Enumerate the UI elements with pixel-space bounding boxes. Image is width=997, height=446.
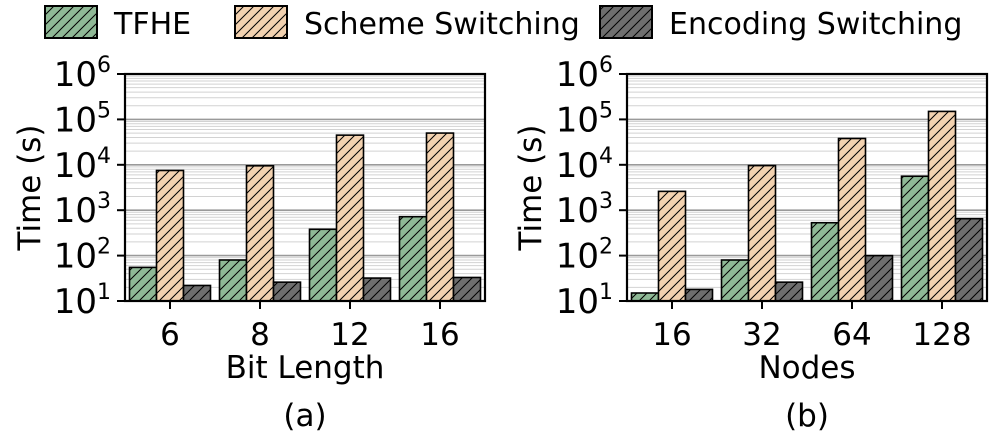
legend-label-scheme-switching: Scheme Switching bbox=[304, 7, 580, 42]
y-tick-label: 103 bbox=[54, 189, 111, 231]
bar-hatch-tfhe-32 bbox=[721, 259, 749, 301]
bar-hatch-tfhe-6 bbox=[129, 267, 157, 301]
bar-hatch-scheme-switching-12 bbox=[336, 135, 364, 301]
legend-item-scheme-switching: Scheme Switching bbox=[234, 5, 580, 42]
y-tick-label: 102 bbox=[54, 235, 111, 277]
bar-hatch-encoding-switching-16 bbox=[685, 289, 713, 301]
y-tick-label: 103 bbox=[556, 189, 613, 231]
legend-label-tfhe: TFHE bbox=[113, 7, 191, 42]
y-tick-label: 105 bbox=[54, 98, 111, 140]
x-axis-label: Bit Length bbox=[226, 350, 385, 386]
bar-hatch-encoding-switching-16 bbox=[453, 277, 481, 301]
bar-hatch-scheme-switching-16 bbox=[658, 191, 686, 301]
x-tick-label-12: 12 bbox=[330, 317, 369, 353]
bar-hatch-tfhe-64 bbox=[811, 222, 839, 301]
y-tick-label: 101 bbox=[556, 280, 613, 322]
x-tick-label-6: 6 bbox=[160, 317, 180, 353]
x-tick-label-32: 32 bbox=[742, 317, 781, 353]
y-tick-label: 102 bbox=[556, 235, 613, 277]
legend-swatch-hatch-encoding-switching bbox=[600, 6, 652, 38]
bar-hatch-encoding-switching-64 bbox=[865, 255, 893, 301]
bar-hatch-scheme-switching-32 bbox=[748, 165, 776, 301]
bar-hatch-encoding-switching-32 bbox=[775, 282, 803, 301]
bar-hatch-encoding-switching-6 bbox=[183, 285, 211, 301]
bar-hatch-scheme-switching-6 bbox=[156, 170, 184, 301]
legend-item-tfhe: TFHE bbox=[44, 5, 191, 42]
x-axis-label: Nodes bbox=[758, 350, 855, 386]
y-tick-label: 101 bbox=[54, 280, 111, 322]
legend-swatch-hatch-scheme-switching bbox=[235, 6, 287, 38]
axes-frame bbox=[625, 72, 989, 303]
y-tick-label: 106 bbox=[54, 53, 111, 95]
legend-item-encoding-switching: Encoding Switching bbox=[599, 5, 962, 42]
bar-hatch-tfhe-16 bbox=[399, 216, 427, 301]
y-tick-label: 104 bbox=[54, 144, 111, 186]
y-tick-label: 104 bbox=[556, 144, 613, 186]
bar-hatch-scheme-switching-128 bbox=[928, 111, 956, 301]
bar-hatch-encoding-switching-12 bbox=[363, 278, 391, 301]
panel-caption: (a) bbox=[283, 398, 326, 434]
x-tick-label-64: 64 bbox=[832, 317, 871, 353]
bar-hatch-tfhe-16 bbox=[631, 293, 659, 301]
x-tick-label-128: 128 bbox=[912, 317, 971, 353]
bar-hatch-tfhe-128 bbox=[901, 176, 929, 301]
y-axis-label: Time (s) bbox=[12, 124, 48, 251]
bar-hatch-encoding-switching-8 bbox=[273, 282, 301, 301]
legend-swatch-hatch-tfhe bbox=[45, 6, 97, 38]
y-tick-label: 106 bbox=[556, 53, 613, 95]
axes-frame bbox=[123, 72, 487, 303]
bar-hatch-tfhe-12 bbox=[309, 229, 337, 301]
bar-hatch-encoding-switching-128 bbox=[955, 218, 983, 301]
x-tick-label-16: 16 bbox=[420, 317, 459, 353]
y-tick-label: 105 bbox=[556, 98, 613, 140]
y-axis-label: Time (s) bbox=[513, 124, 549, 251]
bars bbox=[128, 132, 482, 302]
x-tick-label-8: 8 bbox=[250, 317, 270, 353]
bars bbox=[630, 110, 984, 302]
legend: TFHE Scheme Switching Encoding Switching bbox=[44, 5, 962, 42]
panel-caption: (b) bbox=[785, 398, 829, 434]
x-tick-label-16: 16 bbox=[652, 317, 691, 353]
bar-hatch-scheme-switching-8 bbox=[246, 165, 274, 301]
bar-hatch-tfhe-8 bbox=[219, 259, 247, 301]
legend-label-encoding-switching: Encoding Switching bbox=[669, 7, 962, 42]
bar-hatch-scheme-switching-64 bbox=[838, 138, 866, 301]
bar-hatch-scheme-switching-16 bbox=[426, 133, 454, 301]
